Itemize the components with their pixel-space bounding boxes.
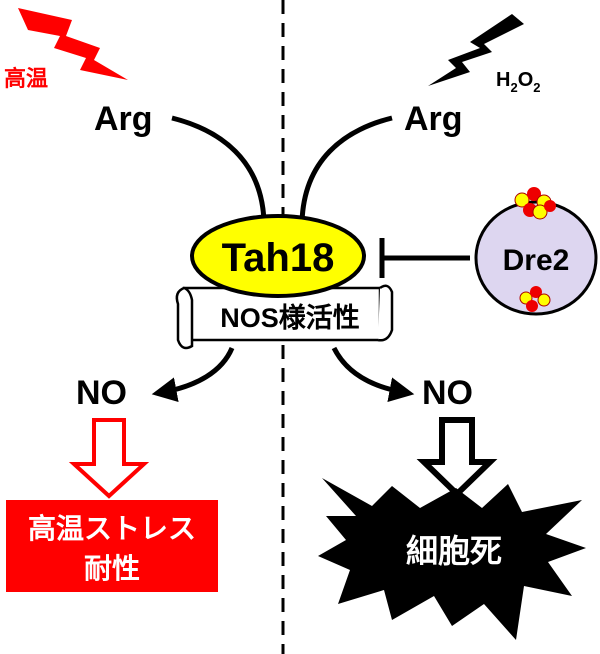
nos-activity-scroll <box>175 284 394 350</box>
right-arg-curve <box>299 115 393 223</box>
fe-s-cluster-top-icon <box>514 187 556 220</box>
h2o2-lightning-icon <box>428 14 524 86</box>
right-arg-label: Arg <box>404 100 463 138</box>
heat-lightning-icon <box>18 8 128 80</box>
heat-tolerance-box <box>6 500 218 592</box>
h2o2-label: H2O2 <box>496 69 540 95</box>
left-no-label: NO <box>76 374 127 412</box>
left-arg-curve <box>171 115 267 223</box>
tah18-label: Tah18 <box>222 236 335 280</box>
heat-tolerance-line2: 耐性 <box>84 553 140 584</box>
dre2-ellipse <box>474 200 598 316</box>
heat-tolerance-line1: 高温ストレス <box>28 513 196 544</box>
dre2-label: Dre2 <box>503 244 570 277</box>
heat-stress-label: 高温 <box>4 66 48 91</box>
right-down-arrow <box>416 417 498 499</box>
tah18-ellipse <box>190 214 366 298</box>
nos-activity-label: NOS様活性 <box>220 303 360 333</box>
left-no-arrow <box>151 346 235 402</box>
right-no-arrow <box>331 346 415 402</box>
fe-s-cluster-bottom-icon <box>519 286 551 312</box>
right-no-label: NO <box>422 374 473 412</box>
cell-death-starburst <box>318 478 586 640</box>
cell-death-label: 細胞死 <box>406 533 502 569</box>
left-arg-label: Arg <box>94 100 153 138</box>
left-down-arrow <box>68 418 150 499</box>
